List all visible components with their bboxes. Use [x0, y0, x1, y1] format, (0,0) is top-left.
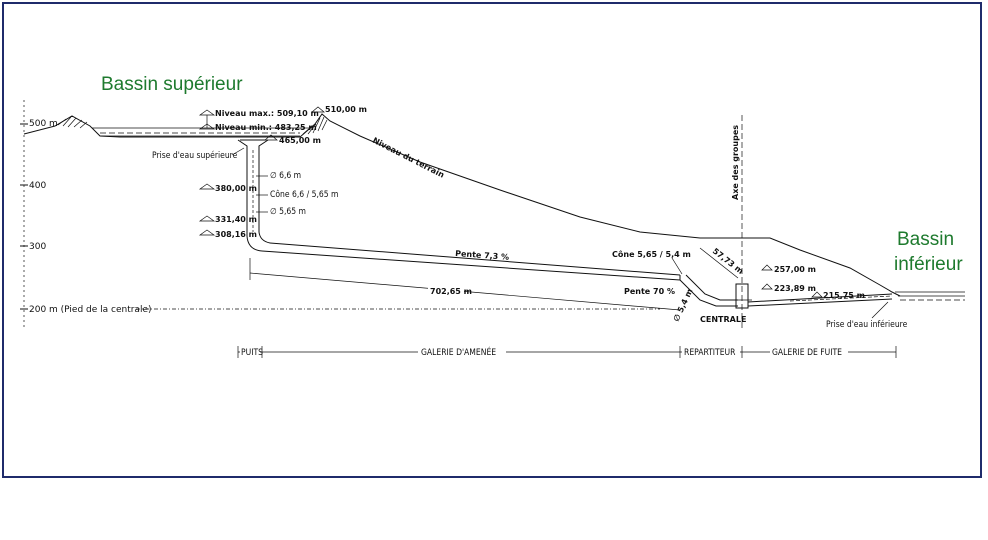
level-215-label: 215,75 m [823, 291, 865, 300]
dimension-70265: 702,65 m [249, 258, 681, 311]
section-galerie-fuite: GALERIE DE FUITE [772, 348, 842, 358]
level-223-label: 223,89 m [774, 284, 816, 293]
slide-frame [2, 2, 982, 478]
crest-level-label: 510,00 m [325, 105, 367, 114]
axis-tick-300: 300 [29, 242, 46, 252]
level-max-label: Niveau max.: 509,10 m [215, 109, 319, 118]
intake-level-label: 465,00 m [279, 136, 321, 145]
section-dimension-line: PUITS GALERIE D'AMENÉE REPARTITEUR GALER… [237, 346, 897, 358]
slope-73-label: Pente 7,3 % [455, 249, 509, 262]
lower-intake-label: Prise d'eau inférieure [826, 319, 908, 330]
section-galerie-amenee: GALERIE D'AMENÉE [421, 346, 496, 358]
diameter-54-label: ∅ 5,4 m [672, 287, 695, 322]
level-markers-upper: Niveau max.: 509,10 m Niveau min.: 483,2… [152, 105, 367, 239]
terrain-profile: Niveau du terrain [23, 113, 901, 297]
lower-basin-label-line1: Bassin [897, 229, 954, 250]
length-5773-label: 57,73 m [711, 246, 745, 276]
section-repartiteur: REPARTITEUR [684, 348, 736, 358]
level-min-label: Niveau min.: 483,25 m [215, 123, 317, 132]
level-331-label: 331,40 m [215, 215, 257, 224]
axe-groupes-label: Axe des groupes [731, 125, 740, 200]
axis-tick-200: 200 m (Pied de la centrale) [29, 305, 152, 315]
level-308-label: 308,16 m [215, 230, 257, 239]
level-257-label: 257,00 m [774, 265, 816, 274]
shaft-and-tunnel: Pente 7,3 % [237, 139, 738, 307]
length-70265-label: 702,65 m [430, 287, 472, 296]
diameter-565-label: ∅ 5,65 m [270, 207, 306, 217]
lower-reservoir [895, 291, 965, 301]
diameter-66-label: ∅ 6,6 m [270, 171, 301, 181]
terrain-level-label: Niveau du terrain [371, 136, 446, 180]
upper-basin-label: Bassin supérieur [101, 74, 243, 95]
elevation-axis: 500 m 400 300 200 m (Pied de la centrale… [20, 100, 660, 330]
slope-70-label: Pente 70 % [624, 287, 675, 296]
cone-top-label: Cône 6,6 / 5,65 m [270, 189, 339, 200]
axis-tick-400: 400 [29, 181, 46, 191]
level-380-label: 380,00 m [215, 184, 257, 193]
section-puits: PUITS [241, 348, 263, 358]
lower-annotations: Cône 5,65 / 5,4 m Pente 70 % 57,73 m ∅ 5… [612, 115, 908, 330]
lower-basin-label-line2: inférieur [894, 254, 963, 275]
cone-bottom-label: Cône 5,65 / 5,4 m [612, 249, 691, 259]
centrale-label: CENTRALE [700, 315, 746, 324]
upper-intake-label: Prise d'eau supérieure [152, 150, 238, 161]
axis-tick-500: 500 m [29, 119, 58, 129]
